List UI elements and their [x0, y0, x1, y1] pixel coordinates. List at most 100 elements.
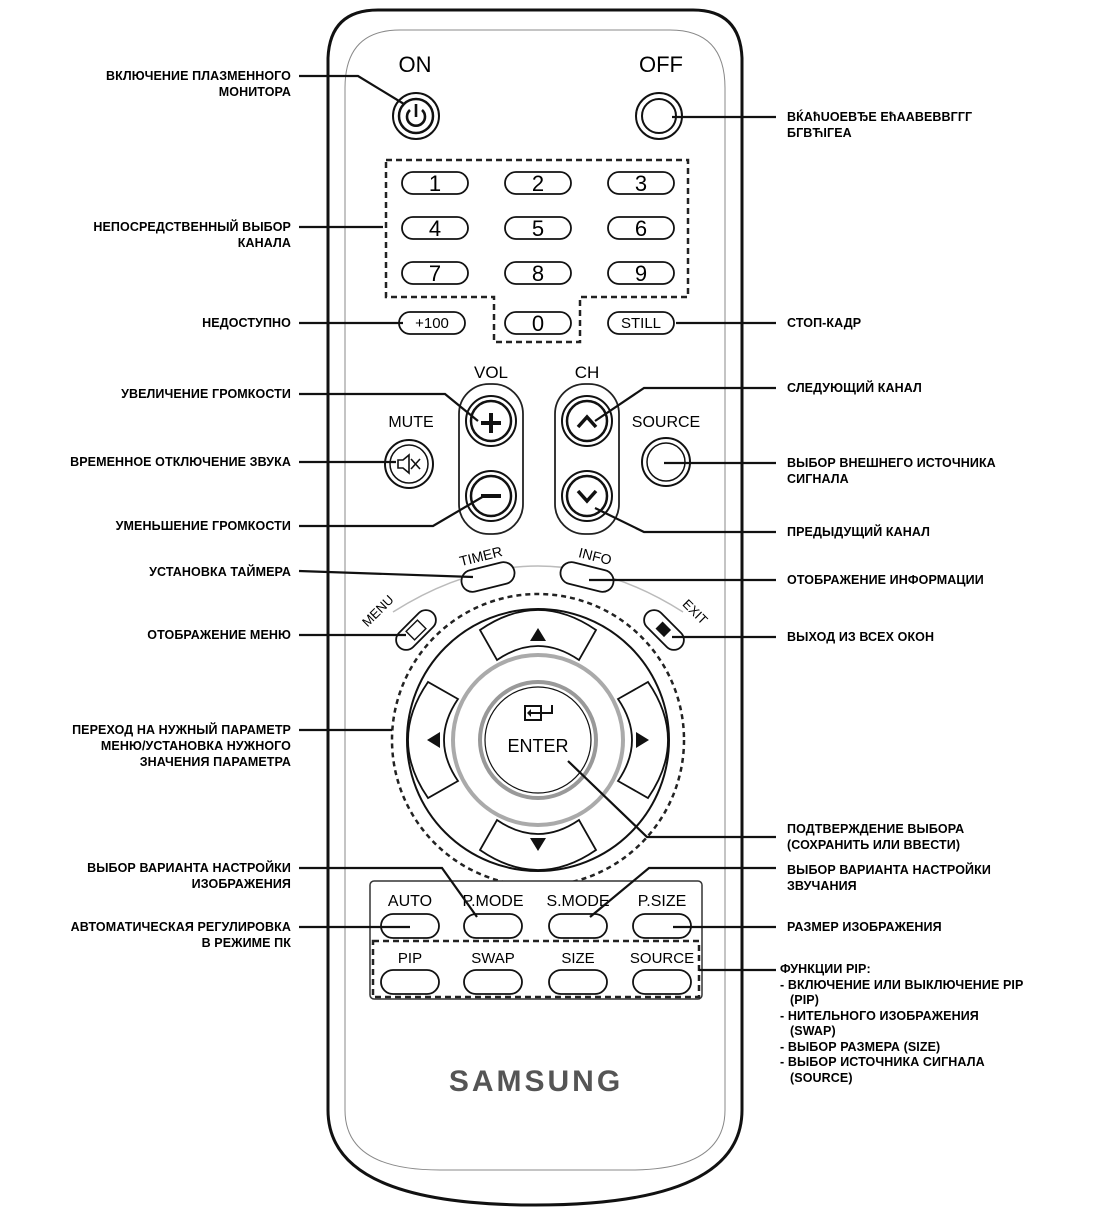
- ch-down-button[interactable]: [561, 470, 613, 522]
- callout-vol-down: УМЕНЬШЕНИЕ ГРОМКОСТИ: [115, 519, 291, 533]
- nav-right-button[interactable]: [616, 680, 669, 800]
- callout-source: ВЫБОР ВНЕШНЕГО ИСТОЧНИКА СИГНАЛА: [787, 456, 996, 486]
- key-3-button[interactable]: 3: [607, 171, 675, 196]
- pip-button[interactable]: [380, 969, 440, 995]
- line-next-channel: [594, 386, 776, 422]
- key-0-button[interactable]: 0: [504, 311, 572, 336]
- key-still-button[interactable]: STILL: [607, 311, 675, 335]
- line-vol-up: [299, 392, 479, 422]
- key-6-label: 6: [635, 216, 647, 241]
- exit-button[interactable]: [640, 606, 688, 654]
- chevron-down-icon: [576, 489, 598, 504]
- key-6-button[interactable]: 6: [607, 216, 675, 241]
- plus-icon: [481, 413, 501, 433]
- callout-menu: ОТОБРАЖЕНИЕ МЕНЮ: [147, 628, 291, 642]
- key-4-button[interactable]: 4: [401, 216, 469, 241]
- power-icon: [405, 104, 427, 127]
- nav-left-button[interactable]: [407, 680, 460, 800]
- key-1-button[interactable]: 1: [401, 171, 469, 196]
- callout-vol-up: УВЕЛИЧЕНИЕ ГРОМКОСТИ: [121, 387, 291, 401]
- number-keypad-outline: [384, 158, 690, 344]
- pip-label: PIP: [398, 950, 422, 967]
- nav-down-button[interactable]: [478, 818, 598, 871]
- key-plus100-label: +100: [415, 315, 449, 332]
- size-button[interactable]: [548, 969, 608, 995]
- key-still-label: STILL: [621, 315, 661, 332]
- swap-button[interactable]: [463, 969, 523, 995]
- enter-label: ENTER: [507, 736, 568, 756]
- psize-label: P.SIZE: [638, 893, 687, 910]
- key-0-label: 0: [532, 311, 544, 336]
- line-power-on: [299, 74, 405, 105]
- vol-down-button[interactable]: [465, 470, 517, 522]
- callout-timer: УСТАНОВКА ТАЙМЕРА: [149, 565, 291, 579]
- arrow-left-icon: [427, 732, 440, 748]
- mute-button[interactable]: [384, 439, 434, 489]
- callout-pmode: ВЫБОР ВАРИАНТА НАСТРОЙКИ ИЗОБРАЖЕНИЯ: [87, 861, 291, 891]
- info-button[interactable]: [558, 560, 616, 594]
- swap-label: SWAP: [471, 950, 515, 967]
- ch-label: CH: [575, 363, 600, 382]
- enter-button[interactable]: ENTER: [478, 680, 598, 800]
- line-enter: [567, 760, 776, 839]
- line-vol-down: [299, 495, 485, 528]
- callout-navigate: ПЕРЕХОД НА НУЖНЫЙ ПАРАМЕТР МЕНЮ/УСТАНОВК…: [72, 723, 291, 769]
- key-5-button[interactable]: 5: [504, 216, 572, 241]
- enter-icon: [524, 705, 553, 721]
- remote-inner-panel: [344, 29, 726, 1171]
- on-label: ON: [399, 52, 432, 77]
- power-on-button[interactable]: [392, 92, 440, 140]
- chevron-up-icon: [576, 414, 598, 429]
- arrow-right-icon: [636, 732, 649, 748]
- menu-button[interactable]: [392, 606, 440, 654]
- callout-power-on: ВКЛЮЧЕНИЕ ПЛАЗМЕННОГО МОНИТОРА: [106, 69, 291, 99]
- callout-still: СТОП-КАДР: [787, 316, 862, 330]
- ch-up-button[interactable]: [561, 395, 613, 447]
- nav-up-button[interactable]: [478, 609, 598, 662]
- key-4-label: 4: [429, 216, 441, 241]
- pip-source-label: SOURCE: [630, 950, 694, 967]
- line-pmode: [299, 866, 478, 918]
- key-1-label: 1: [429, 171, 441, 196]
- source-label: SOURCE: [632, 414, 700, 431]
- size-label: SIZE: [561, 950, 594, 967]
- callout-exit: ВЫХОД ИЗ ВСЕХ ОКОН: [787, 630, 935, 644]
- key-5-label: 5: [532, 216, 544, 241]
- callout-mute: ВРЕМЕННОЕ ОТКЛЮЧЕНИЕ ЗВУКА: [70, 455, 291, 469]
- smode-label: S.MODE: [546, 893, 609, 910]
- key-8-button[interactable]: 8: [504, 261, 572, 286]
- line-smode: [589, 866, 776, 918]
- callout-enter: ПОДТВЕРЖДЕНИЕ ВЫБОРА (СОХРАНИТЬ ИЛИ ВВЕС…: [787, 822, 965, 852]
- menu-icon: [405, 619, 427, 641]
- callout-info: ОТОБРАЖЕНИЕ ИНФОРМАЦИИ: [787, 573, 984, 587]
- key-plus100-button[interactable]: +100: [398, 311, 466, 335]
- key-9-button[interactable]: 9: [607, 261, 675, 286]
- top-arc: [392, 565, 684, 613]
- key-2-label: 2: [532, 171, 544, 196]
- callout-next-channel: СЛЕДУЮЩИЙ КАНАЛ: [787, 381, 922, 395]
- key-2-button[interactable]: 2: [504, 171, 572, 196]
- off-label: OFF: [639, 52, 683, 77]
- arrow-up-icon: [530, 628, 546, 641]
- smode-button[interactable]: [548, 913, 608, 939]
- timer-button[interactable]: [459, 560, 517, 594]
- pmode-button[interactable]: [463, 913, 523, 939]
- callout-prev-channel: ПРЕДЫДУЩИЙ КАНАЛ: [787, 525, 931, 539]
- brand-logo: SAMSUNG: [449, 1065, 623, 1098]
- pip-source-button[interactable]: [632, 969, 692, 995]
- key-7-button[interactable]: 7: [401, 261, 469, 286]
- arrow-down-icon: [530, 838, 546, 851]
- callout-pip: ФУНКЦИИ PIP: - ВКЛЮЧЕНИЕ ИЛИ ВЫКЛЮЧЕНИЕ …: [780, 962, 1024, 1085]
- key-8-label: 8: [532, 261, 544, 286]
- callout-direct-channel: НЕПОСРЕДСТВЕННЫЙ ВЫБОР КАНАЛА: [93, 220, 291, 250]
- callout-smode: ВЫБОР ВАРИАНТА НАСТРОЙКИ ЗВУЧАНИЯ: [787, 863, 991, 893]
- callout-auto: АВТОМАТИЧЕСКАЯ РЕГУЛИРОВКА В РЕЖИМЕ ПК: [70, 920, 291, 950]
- callout-psize: РАЗМЕР ИЗОБРАЖЕНИЯ: [787, 920, 942, 934]
- mute-label: MUTE: [388, 414, 433, 431]
- line-timer: [298, 569, 474, 579]
- key-3-label: 3: [635, 171, 647, 196]
- auto-label: AUTO: [388, 893, 432, 910]
- vol-up-button[interactable]: [465, 395, 517, 447]
- callout-lines: [298, 74, 776, 972]
